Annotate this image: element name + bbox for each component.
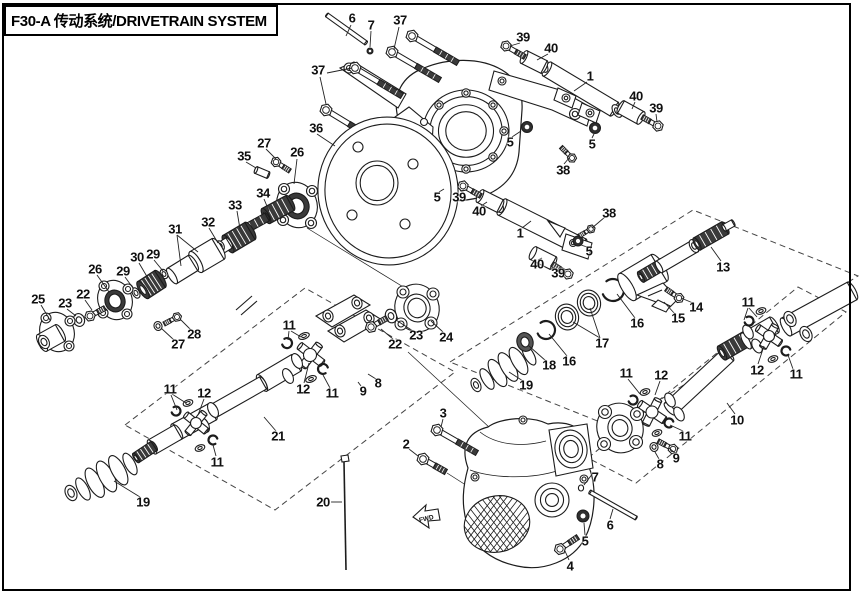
part-callout-24: 24 [439,329,453,345]
part-callout-23: 23 [409,327,423,343]
part-callout-39: 39 [516,29,530,45]
part-callout-23: 23 [58,295,72,311]
part-callout-29: 29 [146,246,160,262]
part-callout-35: 35 [237,148,251,164]
part-callout-19: 19 [136,494,150,510]
part-callout-16: 16 [562,353,576,369]
part-callout-30: 30 [130,249,144,265]
part-callout-2: 2 [402,436,410,452]
part-callout-39: 39 [649,100,663,116]
part-callout-26: 26 [290,144,304,160]
part-callout-7: 7 [591,469,599,485]
part-callout-22: 22 [76,286,90,302]
part-callout-12: 12 [654,367,668,383]
part-callout-32: 32 [201,214,215,230]
part-callout-6: 6 [606,517,614,533]
part-callout-37: 37 [311,62,325,78]
part-callout-5: 5 [588,136,596,152]
part-callout-34: 34 [256,185,270,201]
part-callout-9: 9 [672,450,680,466]
part-callout-3: 3 [439,405,447,421]
part-callout-15: 15 [671,310,685,326]
part-callout-27: 27 [257,135,271,151]
fwd-arrow-label: FWD [418,514,434,524]
part-callout-37: 37 [393,12,407,28]
part-callout-18: 18 [542,357,556,373]
part-callout-40: 40 [530,256,544,272]
part-callout-28: 28 [187,326,201,342]
part-callout-4: 4 [566,558,574,574]
part-callout-38: 38 [556,162,570,178]
part-callout-29: 29 [116,263,130,279]
page-title: F30-A 传动系统/DRIVETRAIN SYSTEM [11,13,267,30]
part-callout-7: 7 [367,17,375,33]
part-callout-17: 17 [595,335,609,351]
part-callout-12: 12 [197,385,211,401]
part-callout-5: 5 [433,189,441,205]
part-callout-14: 14 [689,299,703,315]
part-callout-22: 22 [388,336,402,352]
part-callout-11: 11 [325,385,339,401]
part-callout-31: 31 [168,221,182,237]
part-callout-12: 12 [750,362,764,378]
part-callout-16: 16 [630,315,644,331]
part-callout-11: 11 [163,381,177,397]
part-callout-20: 20 [316,494,330,510]
part-callout-11: 11 [210,454,224,470]
part-callout-40: 40 [472,203,486,219]
part-callout-26: 26 [88,261,102,277]
part-callout-40: 40 [544,40,558,56]
part-callout-9: 9 [359,383,367,399]
part-callout-38: 38 [602,205,616,221]
part-callout-5: 5 [585,243,593,259]
part-callout-1: 1 [516,225,524,241]
part-callout-11: 11 [789,366,803,382]
part-callout-11: 11 [741,294,755,310]
part-callout-10: 10 [730,412,744,428]
part-callout-25: 25 [31,291,45,307]
title-box: F30-A 传动系统/DRIVETRAIN SYSTEM [4,5,278,36]
part-callout-19: 19 [519,377,533,393]
part-callout-39: 39 [551,265,565,281]
part-callout-12: 12 [296,381,310,397]
part-callout-8: 8 [374,375,382,391]
part-callout-21: 21 [271,428,285,444]
part-callout-33: 33 [228,197,242,213]
part-callout-6: 6 [348,10,356,26]
part-callout-39: 39 [452,189,466,205]
part-callout-11: 11 [678,428,692,444]
part-callout-11: 11 [282,317,296,333]
part-callout-8: 8 [656,456,664,472]
part-callout-5: 5 [506,134,514,150]
part-callout-27: 27 [171,336,185,352]
part-callout-5: 5 [581,533,589,549]
part-callout-11: 11 [619,365,633,381]
part-callout-36: 36 [309,120,323,136]
part-callout-1: 1 [586,68,594,84]
part-callout-13: 13 [716,259,730,275]
part-callout-40: 40 [629,88,643,104]
